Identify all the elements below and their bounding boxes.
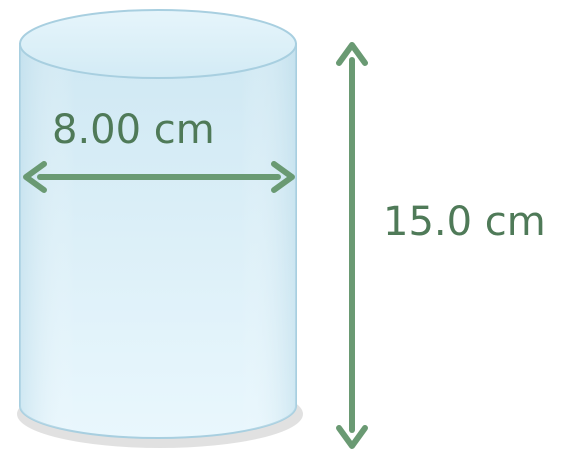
cylinder-top [19,9,297,79]
height-arrow [336,42,368,449]
cylinder-side-shading [20,44,296,438]
height-label: 15.0 cm [383,199,546,245]
diameter-label: 8.00 cm [52,107,215,153]
cylinder [17,9,303,448]
diameter-arrow [23,161,295,193]
